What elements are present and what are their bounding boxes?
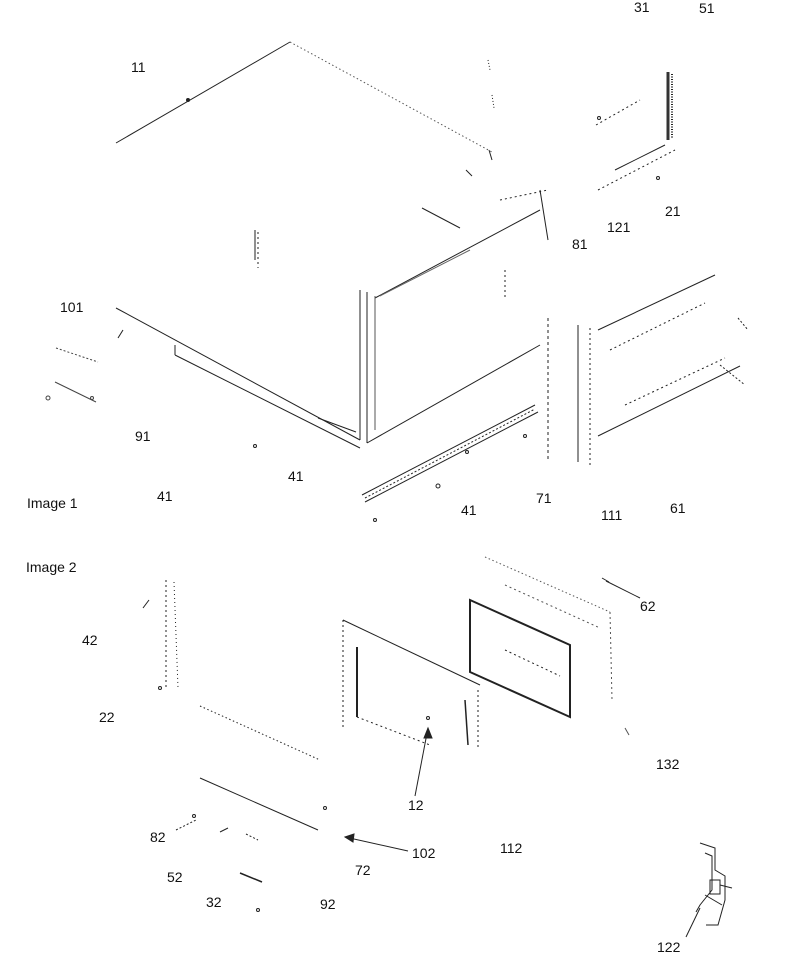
callout-101: 101 (60, 299, 84, 315)
callout-111: 111 (601, 507, 623, 523)
small-hardware (192, 814, 263, 912)
glass-window (469, 598, 571, 719)
callout-132: 132 (656, 756, 680, 772)
callout-52: 52 (167, 869, 183, 885)
callout-121: 121 (607, 219, 631, 235)
image-2-title: Image 2 (26, 559, 77, 575)
callout-22: 22 (99, 709, 115, 725)
callout-51: 51 (699, 0, 715, 16)
callout-32: 32 (206, 894, 222, 910)
callout-41: 41 (157, 488, 173, 504)
outer-frame (484, 556, 630, 736)
callout-92: 92 (320, 896, 336, 912)
right-side-panel (547, 274, 749, 468)
callout-91: 91 (135, 428, 151, 444)
callout-112: 112 (500, 840, 523, 856)
callout-102: 102 (412, 845, 436, 861)
callout-21: 21 (665, 203, 681, 219)
callout-81: 81 (572, 236, 588, 252)
leader-lines (175, 577, 701, 938)
left-bracket-parts (45, 347, 99, 403)
callout-41: 41 (288, 468, 304, 484)
callout-41: 41 (461, 502, 477, 518)
left-frame-panel (142, 580, 327, 831)
callout-11: 11 (131, 59, 146, 75)
callout-61: 61 (670, 500, 686, 516)
hinge-bracket (695, 842, 733, 926)
callout-71: 71 (536, 490, 552, 506)
callout-12: 12 (408, 797, 424, 813)
top-panel (115, 41, 493, 161)
door-panel (342, 619, 481, 750)
bottom-rail (253, 404, 539, 522)
cabinet-body (115, 189, 549, 449)
callout-62: 62 (640, 598, 656, 614)
callout-122: 122 (657, 939, 681, 955)
callout-72: 72 (355, 862, 371, 878)
callout-82: 82 (150, 829, 166, 845)
top-right-hardware (465, 59, 676, 191)
image-1-title: Image 1 (27, 495, 78, 511)
callout-31: 31 (634, 0, 650, 15)
callout-42: 42 (82, 632, 98, 648)
